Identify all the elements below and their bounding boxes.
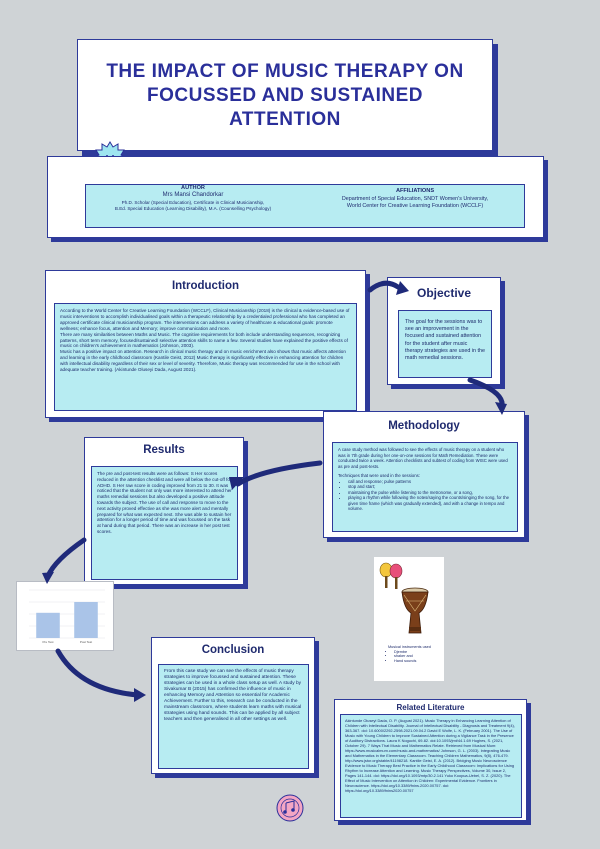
arrow-methodology-to-results xyxy=(235,460,323,487)
methodology-title: Methodology xyxy=(388,420,460,432)
list-item: playing a rhythm while following the not… xyxy=(348,495,512,512)
literature-text: Akintunde Oluseyi Dada, O. P. (August 20… xyxy=(340,714,522,818)
literature-title: Related Literature xyxy=(396,703,465,712)
literature-card: Related Literature Akintunde Oluseyi Dad… xyxy=(334,699,527,821)
title-card: THE IMPACT OF MUSIC THERAPY ON FOCUSSED … xyxy=(77,39,493,151)
chart-tick-label: Pre Test xyxy=(43,640,54,644)
conclusion-text: From this case study we can see the effe… xyxy=(158,664,309,769)
affiliation-line-2: World Center for Creative Learning Found… xyxy=(346,203,484,209)
instruments-card: Musical instruments used Djembe shaker a… xyxy=(374,557,444,681)
results-bar-chart: Pre Test Post Test xyxy=(29,589,105,644)
results-card: Results The pre and post-test results we… xyxy=(84,437,244,585)
chart-tick-label: Post Test xyxy=(80,640,92,644)
maracas-icon xyxy=(379,562,403,589)
list-item: shaker and xyxy=(394,654,444,659)
arrow-chart-to-conclusion xyxy=(55,648,141,698)
list-item: maintaining the pulse while listening to… xyxy=(348,490,512,496)
objective-text: The goal for the sessions was to see an … xyxy=(398,310,492,378)
list-item: Djembe xyxy=(394,650,444,655)
introduction-card: Introduction According to the World Cent… xyxy=(45,270,366,418)
list-item: call and response; pulse patterns xyxy=(348,479,512,485)
arrow-intro-to-objective xyxy=(367,280,401,293)
list-item: Hand sounds xyxy=(394,659,444,664)
results-chart-card: Pre Test Post Test xyxy=(16,581,114,651)
author-section: AUTHOR Mrs Mansi Chandorkar Ph.D. Schola… xyxy=(88,185,298,212)
chart-bar-post-test xyxy=(74,602,98,638)
author-credentials-1: Ph.D. Scholar (Special Education), Certi… xyxy=(121,200,265,205)
conclusion-card: Conclusion From this case study we can s… xyxy=(151,637,315,774)
author-credentials-2: B.Ed. Special Education (Learning Disabi… xyxy=(114,206,272,211)
instruments-caption: Musical instruments used Djembe shaker a… xyxy=(388,645,444,663)
objective-title: Objective xyxy=(416,286,472,300)
objective-card: Objective The goal for the sessions was … xyxy=(387,277,501,385)
author-heading: AUTHOR xyxy=(181,185,205,191)
methodology-body: A case study method was followed to see … xyxy=(332,442,518,532)
author-band: AUTHOR Mrs Mansi Chandorkar Ph.D. Schola… xyxy=(47,156,544,238)
conclusion-title: Conclusion xyxy=(201,644,265,656)
results-text: The pre and post-test results were as fo… xyxy=(91,466,238,580)
results-title: Results xyxy=(143,444,185,456)
techniques-list: call and response; pulse patterns stop a… xyxy=(338,479,512,512)
poster-title: THE IMPACT OF MUSIC THERAPY ON FOCUSSED … xyxy=(106,61,464,130)
methodology-card: Methodology A case study method was foll… xyxy=(323,411,525,538)
introduction-body: According to the World Center for Creati… xyxy=(54,303,357,411)
chart-bar-pre-test xyxy=(36,612,60,638)
affiliations-section: AFFILIATIONS Department of Special Educa… xyxy=(310,188,520,210)
arrow-results-to-chart xyxy=(45,537,87,579)
author-name: Mrs Mansi Chandorkar xyxy=(162,192,224,198)
list-item: stop and start; xyxy=(348,484,512,490)
affiliation-line-1: Department of Special Education, SNDT Wo… xyxy=(341,196,489,202)
affiliations-heading: AFFILIATIONS xyxy=(395,188,435,194)
music-logo-icon xyxy=(276,794,304,822)
djembe-icon xyxy=(401,587,429,634)
author-info-box xyxy=(85,184,525,228)
introduction-title: Introduction xyxy=(171,280,240,292)
